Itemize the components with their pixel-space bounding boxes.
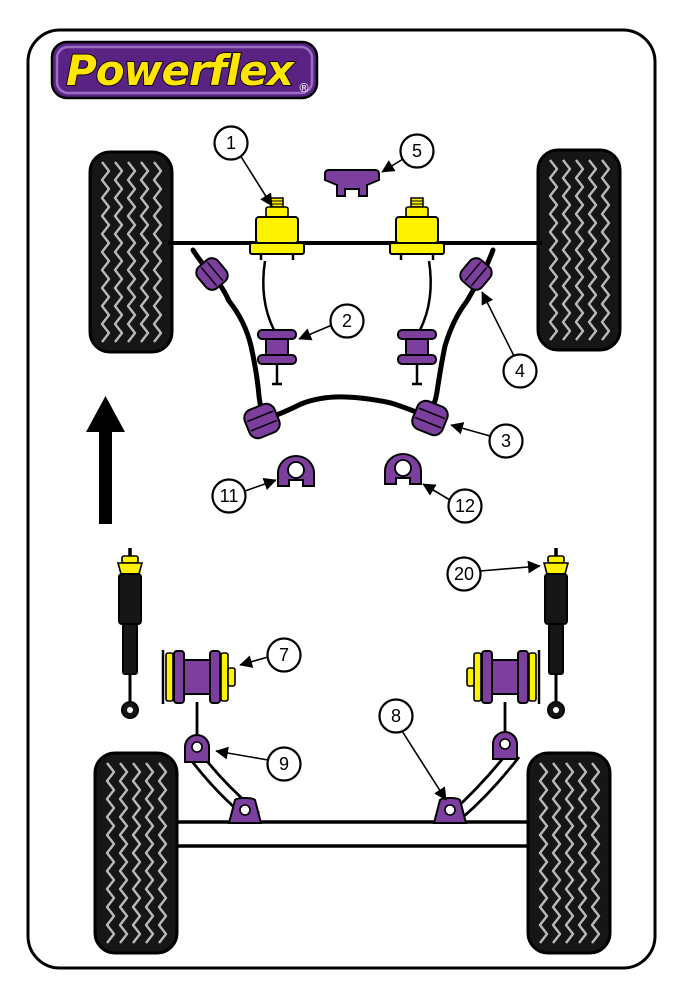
callout-4-label: 4 (515, 361, 525, 381)
callout-11: 11 (211, 477, 277, 514)
callout-4: 4 (481, 291, 538, 389)
rear-suspension-diagram (95, 546, 610, 953)
right-mount-link (418, 260, 432, 331)
callout-3-label: 3 (501, 431, 511, 451)
bush-studs (272, 364, 422, 386)
registered-trademark-icon: ® (298, 81, 310, 95)
left-mount-link (262, 260, 276, 331)
powerflex-logo: Powerflex ® (50, 40, 319, 100)
callout-20-label: 20 (454, 564, 474, 584)
callout-20: 20 (446, 556, 541, 592)
callout-5-label: 5 (412, 141, 422, 161)
callout-3: 3 (450, 422, 524, 459)
callout-9-label: 9 (279, 754, 289, 774)
callouts: 1 5 2 4 3 11 1 (211, 125, 541, 801)
callout-1-label: 1 (226, 133, 236, 153)
clevis-mount-left (184, 734, 210, 763)
logo-wordmark: Powerflex (66, 46, 296, 95)
callout-1: 1 (213, 125, 273, 207)
clevis-mount-right (492, 731, 518, 760)
front-anti-roll-bar (190, 247, 496, 422)
callout-9: 9 (215, 746, 302, 782)
callout-7: 7 (239, 637, 302, 673)
callout-12-label: 12 (455, 496, 475, 516)
callout-7-label: 7 (279, 645, 289, 665)
front-suspension-diagram (86, 150, 620, 524)
rear-left-tire (95, 753, 177, 953)
front-right-tire (538, 150, 620, 350)
beam-bush-left (228, 797, 262, 824)
callout-12: 12 (422, 483, 483, 524)
rear-right-tire (528, 753, 610, 953)
front-left-tire (90, 152, 172, 352)
beam-bush-right (433, 797, 467, 824)
callout-8: 8 (378, 698, 447, 801)
callout-8-label: 8 (391, 706, 401, 726)
callout-11-label: 11 (220, 486, 239, 506)
direction-arrow-icon (86, 396, 125, 524)
callout-5: 5 (381, 133, 435, 173)
callout-2-label: 2 (342, 311, 352, 331)
callout-2: 2 (298, 303, 365, 341)
